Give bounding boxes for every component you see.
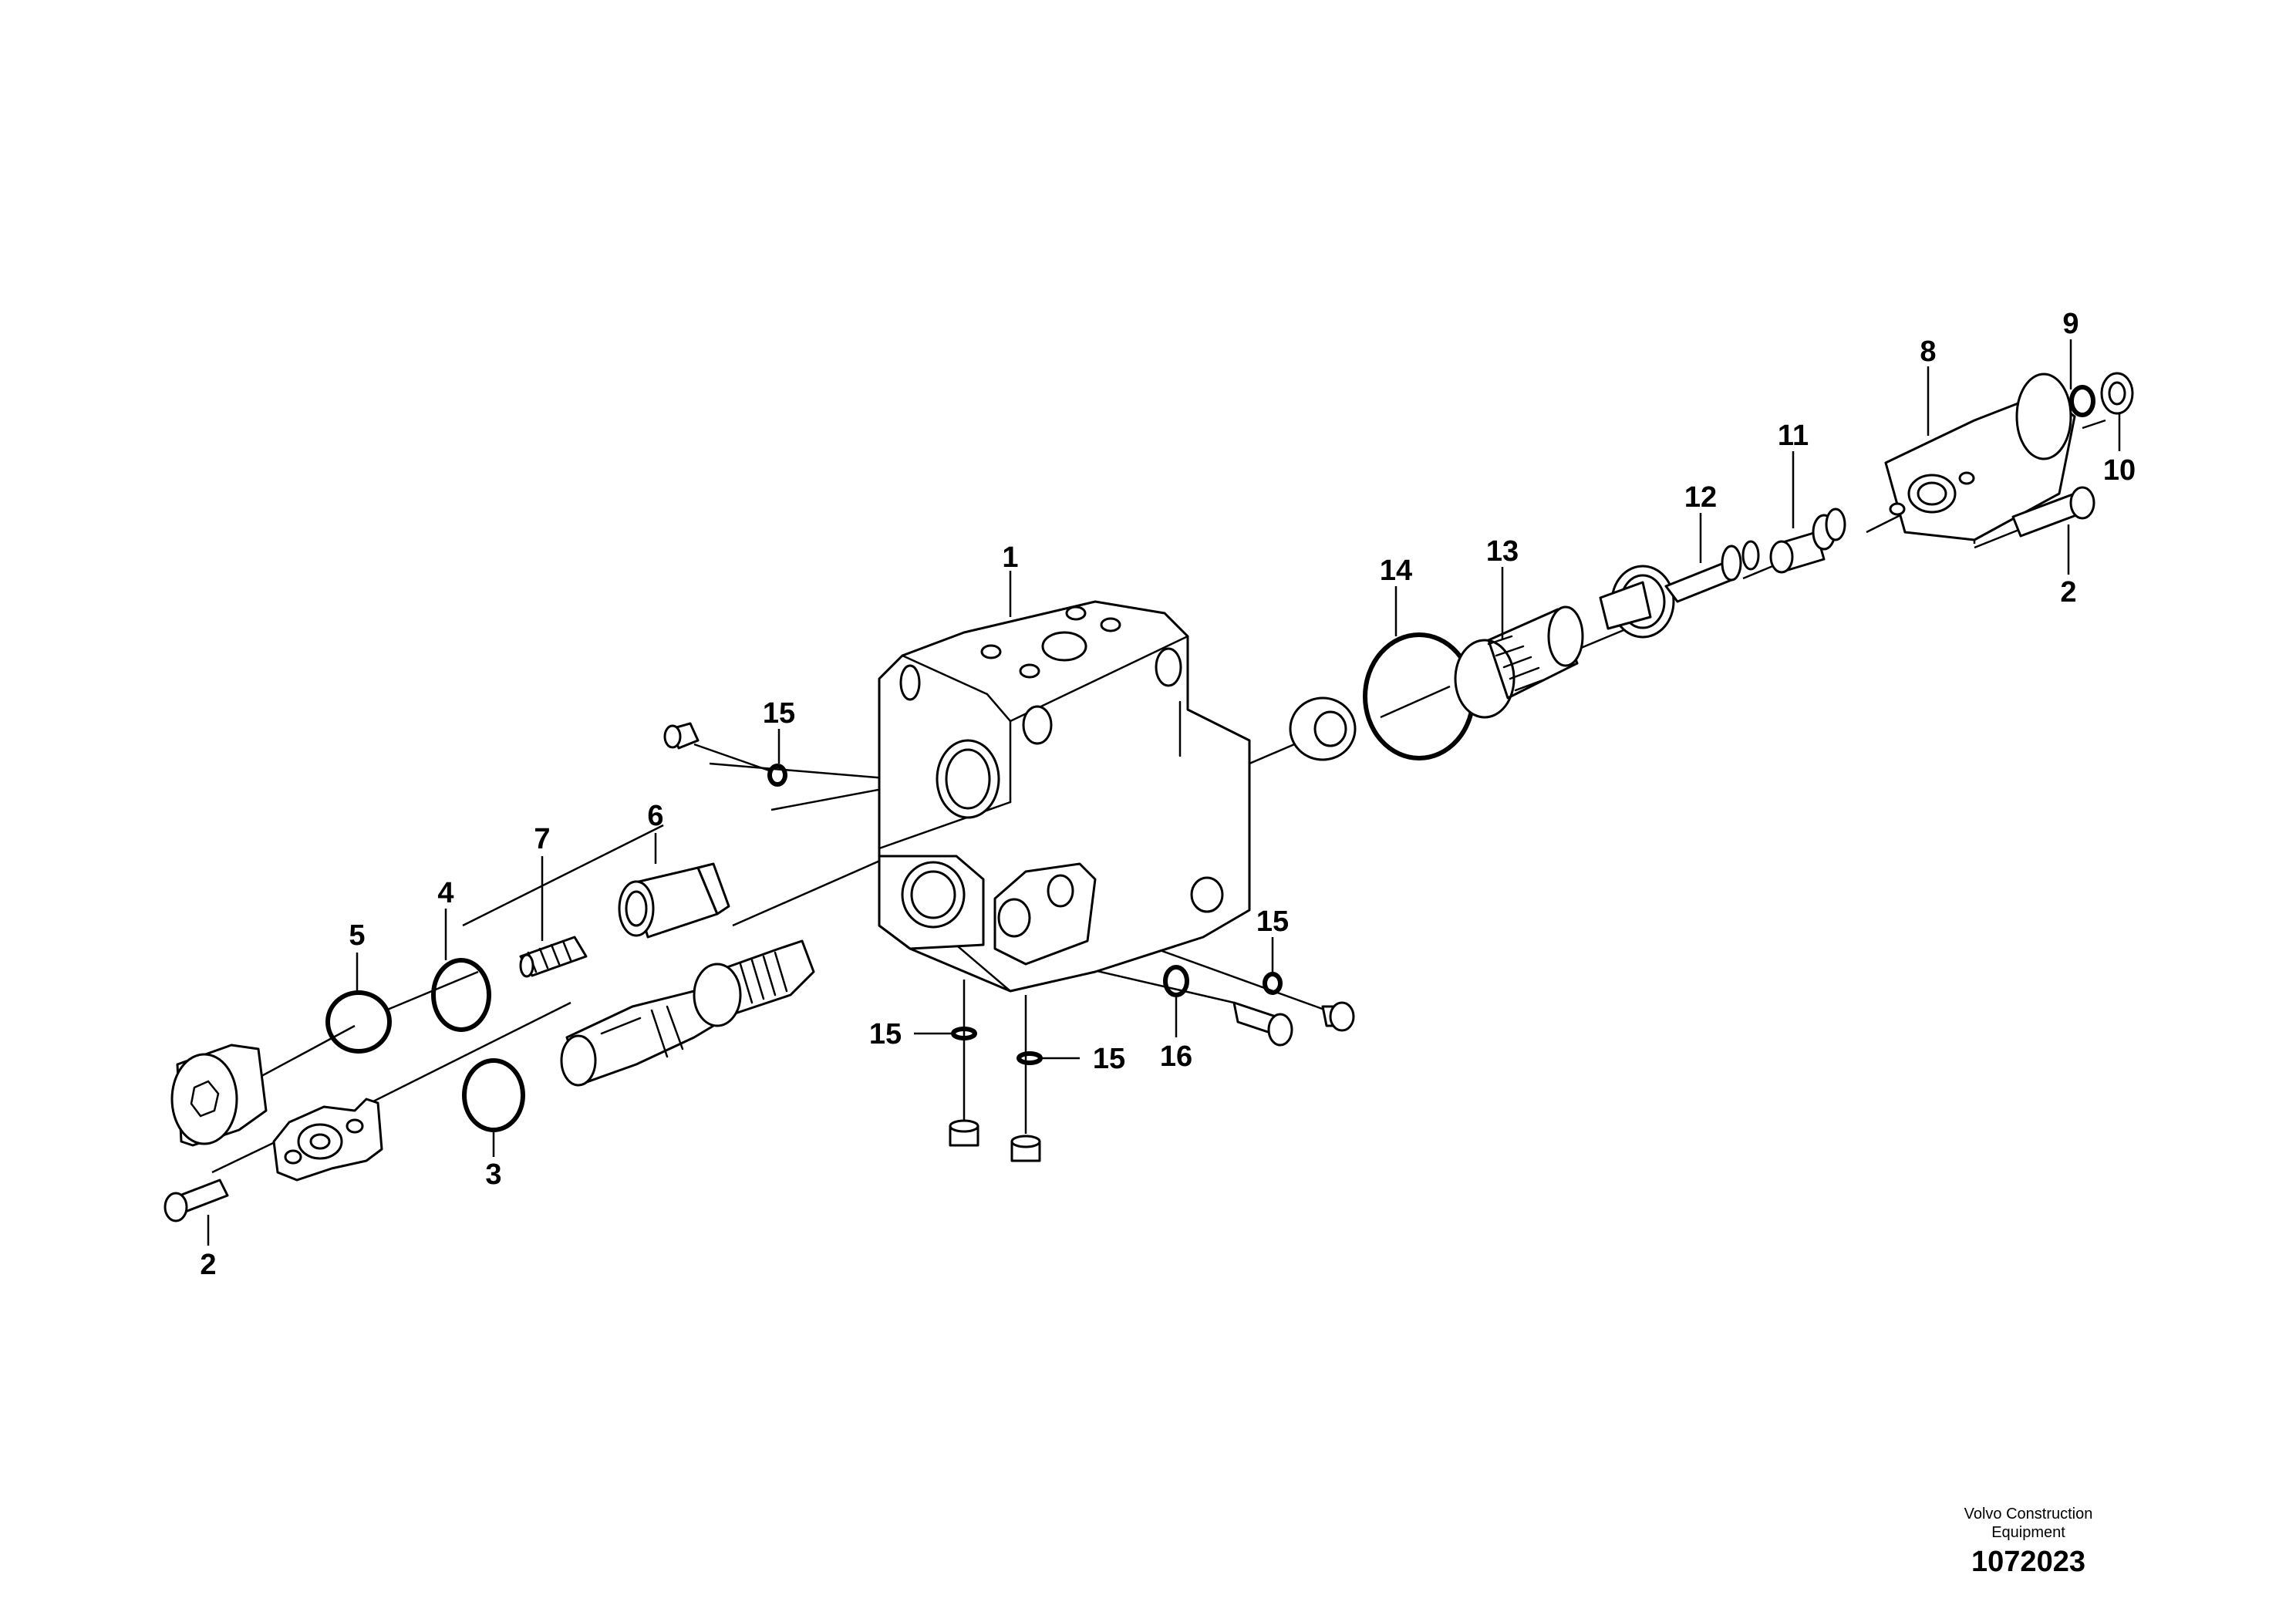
callout-13: 13 bbox=[1486, 535, 1519, 568]
publisher-name-line2: Equipment bbox=[1991, 1524, 2065, 1541]
callout-15-right: 15 bbox=[1256, 905, 1289, 938]
plug-screw-right bbox=[1321, 1001, 1355, 1032]
spring-13 bbox=[1454, 605, 1584, 719]
o-ring-15-lower-right bbox=[1017, 1051, 1043, 1065]
callout-8: 8 bbox=[1920, 336, 1936, 368]
cap-8 bbox=[1884, 373, 2076, 541]
piston bbox=[1599, 565, 1675, 639]
publisher-name-line1: Volvo Construction bbox=[1964, 1506, 2093, 1523]
bushing-6 bbox=[618, 862, 730, 939]
plug-10 bbox=[2100, 372, 2134, 415]
pin-12 bbox=[1664, 540, 1760, 603]
callout-11: 11 bbox=[1778, 420, 1809, 452]
plug-screw-upper bbox=[663, 722, 700, 750]
callout-10: 10 bbox=[2103, 454, 2136, 487]
callout-2-right: 2 bbox=[2060, 576, 2076, 609]
drawing-number: 1072023 bbox=[1971, 1546, 2085, 1578]
hex-socket-plug bbox=[170, 1044, 268, 1147]
plug-screw-lower-right bbox=[1010, 1135, 1041, 1162]
callout-6: 6 bbox=[647, 800, 663, 832]
o-ring-14 bbox=[1363, 632, 1475, 760]
o-ring-15-right bbox=[1263, 972, 1283, 995]
callout-3: 3 bbox=[485, 1158, 501, 1191]
callout-5: 5 bbox=[349, 919, 365, 952]
callout-9: 9 bbox=[2062, 308, 2079, 340]
callout-14: 14 bbox=[1380, 555, 1412, 587]
spring-7 bbox=[519, 936, 588, 978]
callout-4: 4 bbox=[437, 877, 453, 909]
spring-seat bbox=[1289, 696, 1357, 761]
callout-2-left: 2 bbox=[200, 1249, 216, 1281]
plunger-11 bbox=[1769, 508, 1846, 574]
callout-15-lower-right: 15 bbox=[1093, 1043, 1125, 1075]
socket-head-bolt-left bbox=[164, 1179, 229, 1222]
o-ring-5 bbox=[325, 990, 392, 1054]
o-ring-3 bbox=[462, 1058, 525, 1132]
callout-15-upper: 15 bbox=[763, 697, 795, 730]
callout-7: 7 bbox=[534, 823, 550, 855]
o-ring-9 bbox=[2069, 385, 2095, 417]
callout-15-lower-left: 15 bbox=[869, 1018, 902, 1050]
plug-16 bbox=[1232, 1001, 1293, 1047]
valve-spool bbox=[560, 939, 815, 1087]
socket-head-bolt-right bbox=[2011, 486, 2095, 538]
callout-12: 12 bbox=[1684, 481, 1717, 514]
callout-1: 1 bbox=[1002, 541, 1018, 574]
flange-cover bbox=[272, 1098, 383, 1182]
plug-screw-lower-left bbox=[949, 1119, 979, 1147]
callout-leaders bbox=[207, 339, 2121, 1246]
callout-labels: 1 2 2 3 4 5 6 7 8 9 10 11 12 13 14 15 15… bbox=[200, 308, 2136, 1281]
o-ring-15-upper bbox=[767, 764, 787, 787]
o-ring-16 bbox=[1163, 965, 1189, 997]
callout-16: 16 bbox=[1160, 1040, 1192, 1073]
o-ring-15-lower-left bbox=[951, 1027, 977, 1040]
o-ring-4 bbox=[431, 958, 491, 1032]
valve-housing bbox=[878, 600, 1251, 993]
